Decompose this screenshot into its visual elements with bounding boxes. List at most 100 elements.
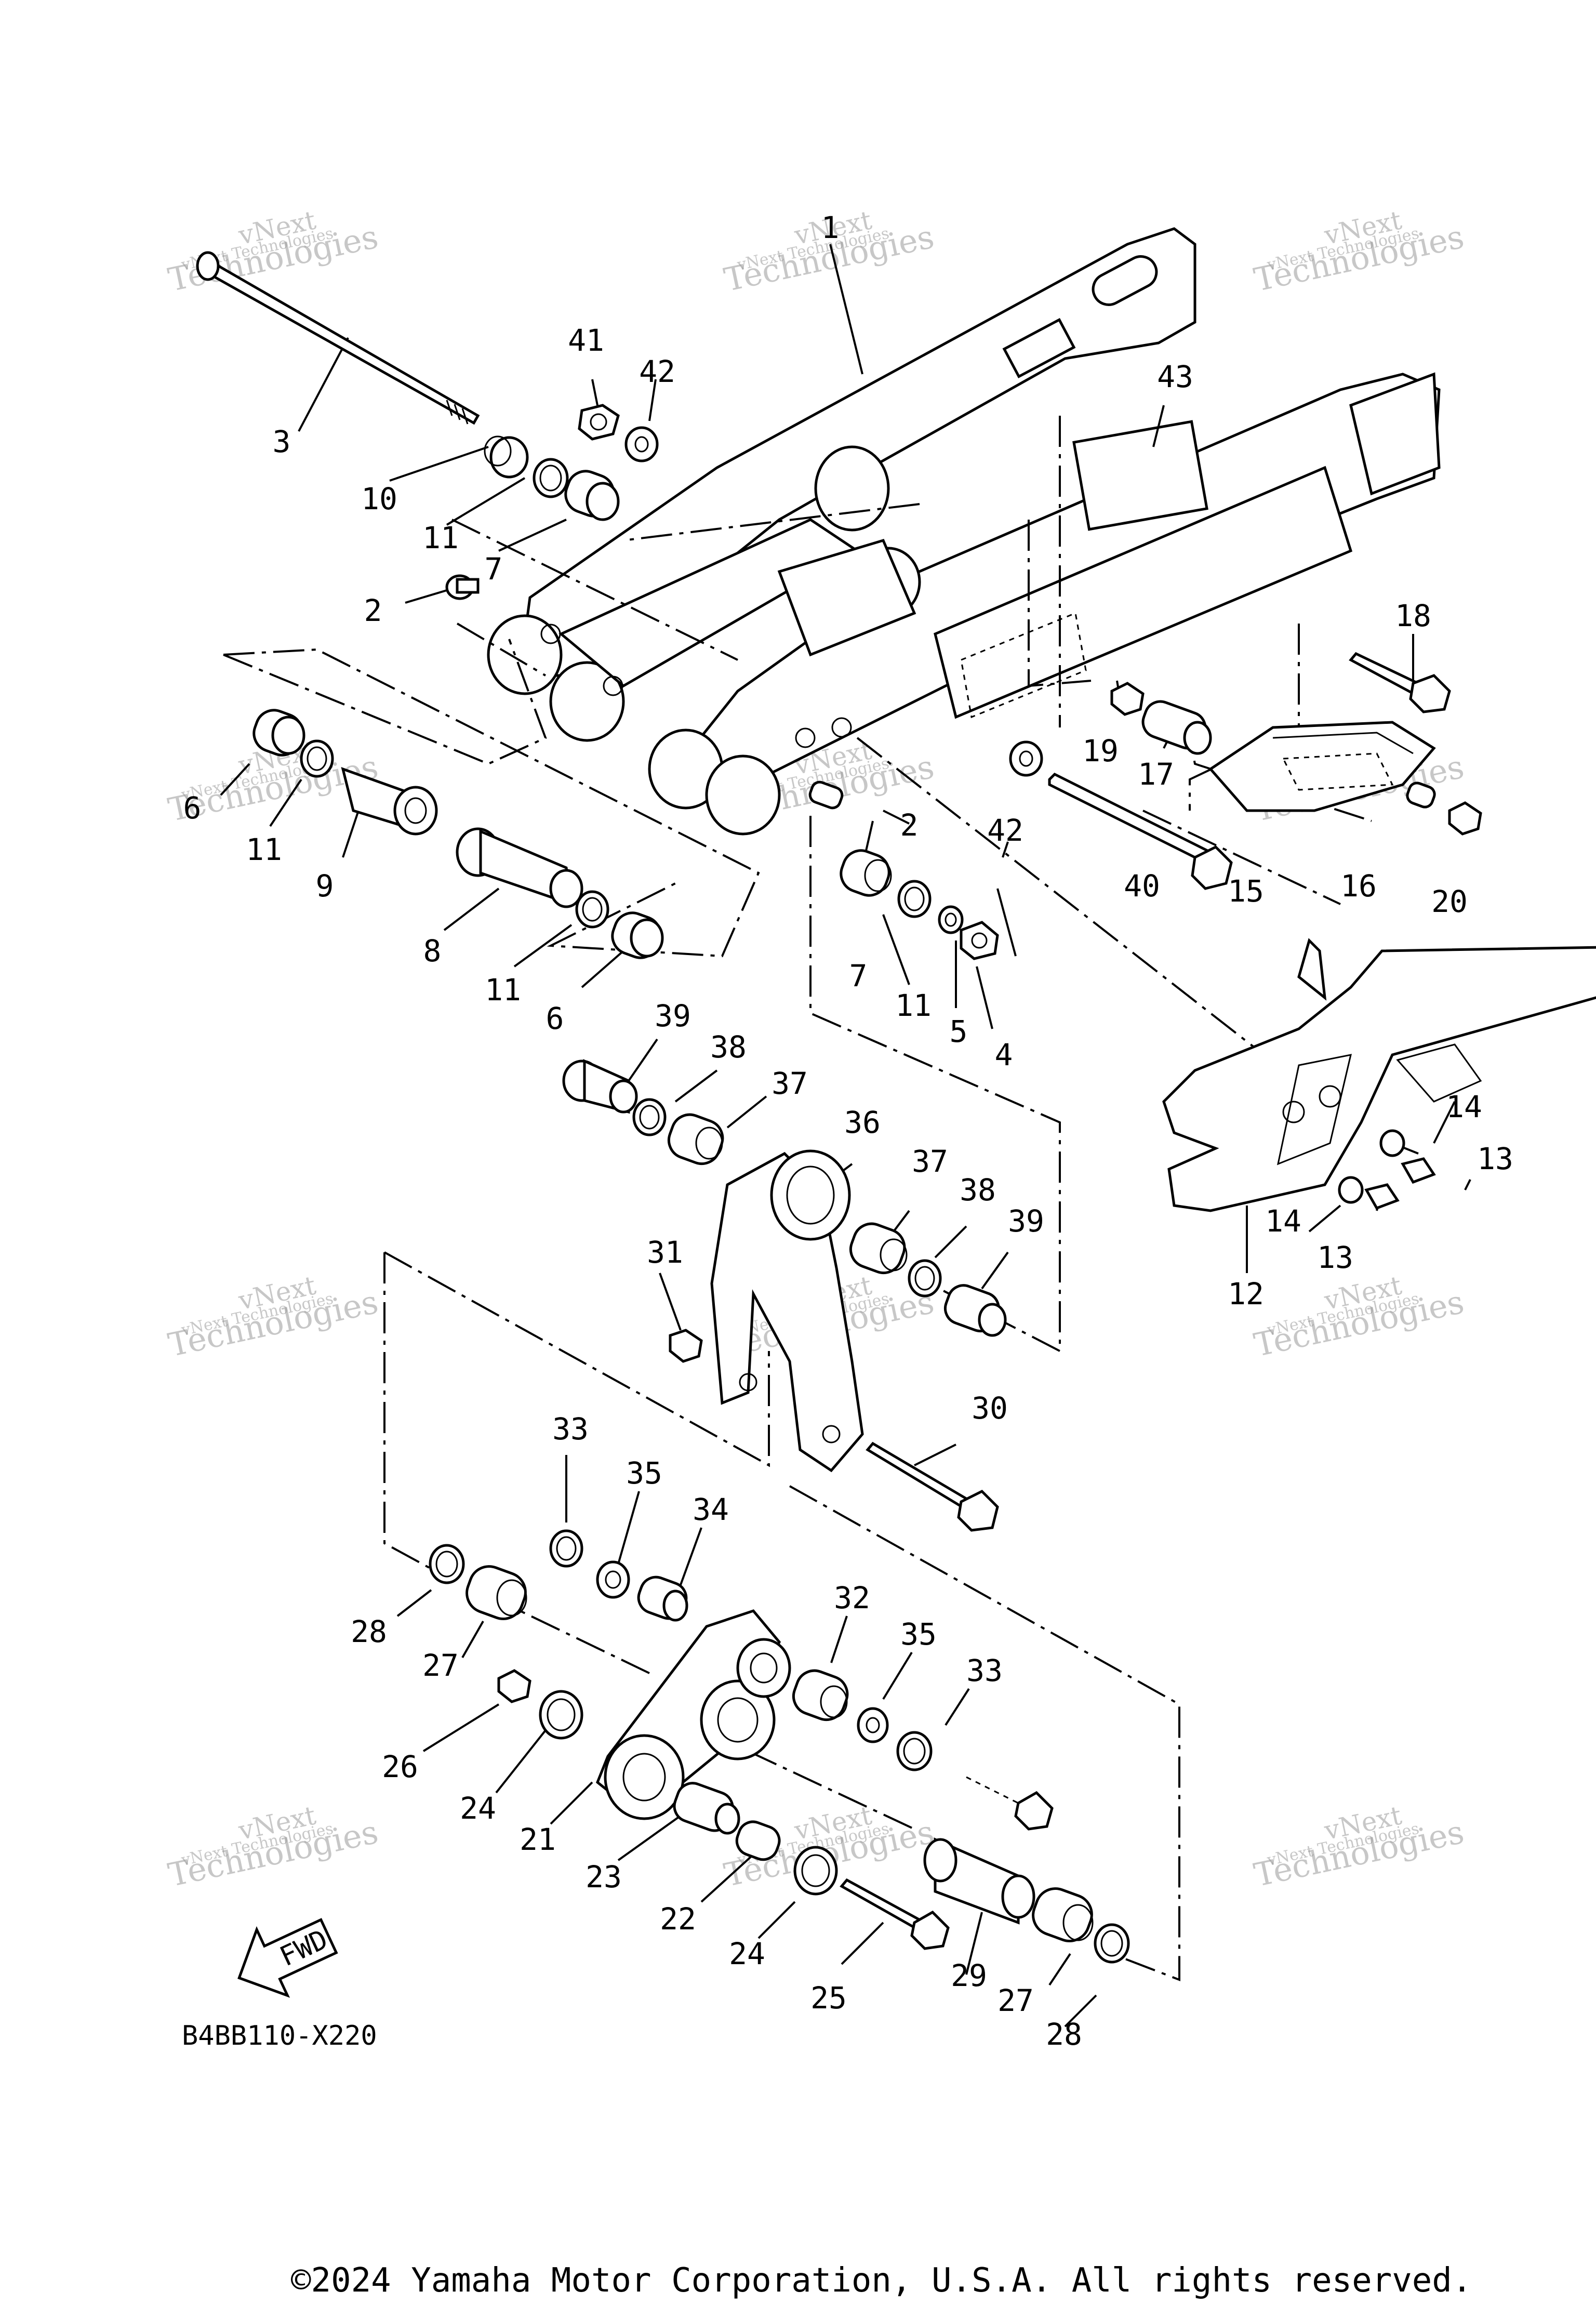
- washer-42-top: [624, 426, 659, 462]
- watermark: vNext Technologies vNext Technologies: [1251, 1270, 1467, 1364]
- seal-28b: [1094, 1923, 1130, 1964]
- callout-21: 21: [520, 1822, 556, 1857]
- collar-23: [673, 1782, 740, 1835]
- bearing-37: [667, 1113, 724, 1166]
- callout-42: 42: [639, 354, 675, 389]
- callout-37b: 37: [912, 1144, 948, 1179]
- collar-16: [1406, 782, 1436, 809]
- bolt-26: [497, 1669, 531, 1703]
- seal-38b: [908, 1259, 942, 1297]
- screw-13b: [1364, 1183, 1400, 1210]
- bushing-8: [456, 827, 583, 908]
- bolt-30: [866, 1441, 999, 1532]
- nut-31: [669, 1329, 703, 1363]
- callouts: 1 3 41 42 43 10 11 7 2 18 19 17 6 11 9 2…: [183, 210, 1513, 2052]
- seal-11: [300, 739, 334, 778]
- callout-13: 13: [1477, 1141, 1513, 1176]
- seal-33b: [896, 1731, 933, 1771]
- callout-30: 30: [972, 1391, 1008, 1426]
- callout-34: 34: [693, 1492, 729, 1527]
- callout-33: 33: [552, 1411, 589, 1447]
- connecting-rod-21: [595, 1609, 791, 1820]
- bushing-9: [341, 767, 438, 836]
- bearing-7: [840, 849, 892, 897]
- washer-14: [1379, 1129, 1405, 1157]
- collar-17: [1141, 700, 1212, 755]
- callout-18: 18: [1395, 598, 1431, 633]
- assembly-lines: [223, 416, 1372, 1981]
- bearing-27b: [1032, 1887, 1094, 1942]
- watermark: vNext Technologies vNext Technologies: [165, 1800, 381, 1894]
- callout-11c: 11: [485, 972, 521, 1008]
- seal-24b: [793, 1846, 838, 1896]
- callout-17: 17: [1138, 757, 1174, 792]
- watermark: vNext Technologies vNext Technologies: [1251, 205, 1467, 299]
- bearing-27: [466, 1565, 527, 1620]
- callout-36: 36: [844, 1105, 881, 1140]
- callout-41: 41: [568, 323, 604, 358]
- seal-33: [549, 1529, 583, 1568]
- bolt-25: [840, 1878, 950, 1950]
- bolt-20: [1448, 801, 1482, 836]
- callout-2: 2: [364, 593, 382, 628]
- swingarm: [487, 227, 1441, 836]
- bolt-2: [808, 780, 844, 810]
- washer-5: [938, 905, 964, 934]
- leader-lines: [220, 244, 1471, 2028]
- watermark: vNext Technologies vNext Technologies: [721, 205, 937, 299]
- seal-11b: [575, 890, 609, 929]
- bolt-upper-ghost: [966, 1776, 1054, 1831]
- callout-2b: 2: [900, 807, 919, 843]
- hardware: [196, 251, 1596, 1964]
- collar-29: [923, 1837, 1035, 1925]
- callout-4: 4: [995, 1037, 1013, 1072]
- callout-35b: 35: [900, 1617, 937, 1652]
- washer-14b: [1338, 1176, 1364, 1204]
- copyright-notice: ©2024 Yamaha Motor Corporation, U.S.A. A…: [291, 2261, 1472, 2300]
- callout-22: 22: [660, 1901, 696, 1937]
- collar-34: [637, 1575, 688, 1622]
- callout-1: 1: [821, 210, 840, 245]
- callout-25: 25: [810, 1980, 847, 2016]
- callout-10: 10: [361, 481, 397, 517]
- nut-19: [1110, 682, 1145, 716]
- callout-7: 7: [485, 551, 503, 587]
- callout-28: 28: [351, 1614, 387, 1649]
- watermark: vNext Technologies vNext Technologies: [1251, 1800, 1467, 1894]
- nut-4: [960, 921, 999, 960]
- callout-14: 14: [1446, 1089, 1482, 1124]
- callout-8: 8: [423, 933, 442, 969]
- callout-23: 23: [586, 1859, 622, 1895]
- seal-11c: [897, 880, 932, 918]
- collar-22: [735, 1820, 781, 1861]
- washer-42: [1009, 740, 1043, 777]
- watermark: vNext Technologies vNext Technologies: [165, 205, 381, 299]
- callout-6: 6: [183, 790, 202, 826]
- pivot-shaft: [196, 251, 480, 425]
- callout-11: 11: [422, 520, 459, 555]
- callout-13b: 13: [1317, 1240, 1353, 1275]
- bolt-40: [1048, 772, 1233, 890]
- callout-28b: 28: [1046, 2017, 1082, 2052]
- seal-24: [539, 1690, 583, 1740]
- callout-15: 15: [1228, 873, 1264, 909]
- callout-20: 20: [1431, 884, 1468, 919]
- callout-39: 39: [655, 998, 691, 1034]
- relay-arm-36: [710, 1149, 864, 1473]
- callout-19: 19: [1082, 733, 1119, 769]
- callout-3: 3: [273, 424, 291, 459]
- callout-42b: 42: [987, 813, 1023, 848]
- bearing-37b: [849, 1222, 908, 1275]
- seal-38: [632, 1098, 667, 1136]
- callout-38: 38: [710, 1029, 747, 1065]
- callout-38b: 38: [960, 1172, 996, 1208]
- bearing-32: [792, 1669, 849, 1722]
- chain-guide: [1208, 721, 1436, 812]
- nut-41: [578, 404, 620, 441]
- fwd-arrow-icon: FWD: [237, 1918, 338, 1998]
- callout-5: 5: [950, 1014, 968, 1049]
- collar: [484, 435, 529, 479]
- callout-29: 29: [951, 1958, 987, 1993]
- callout-24b: 24: [729, 1936, 765, 1971]
